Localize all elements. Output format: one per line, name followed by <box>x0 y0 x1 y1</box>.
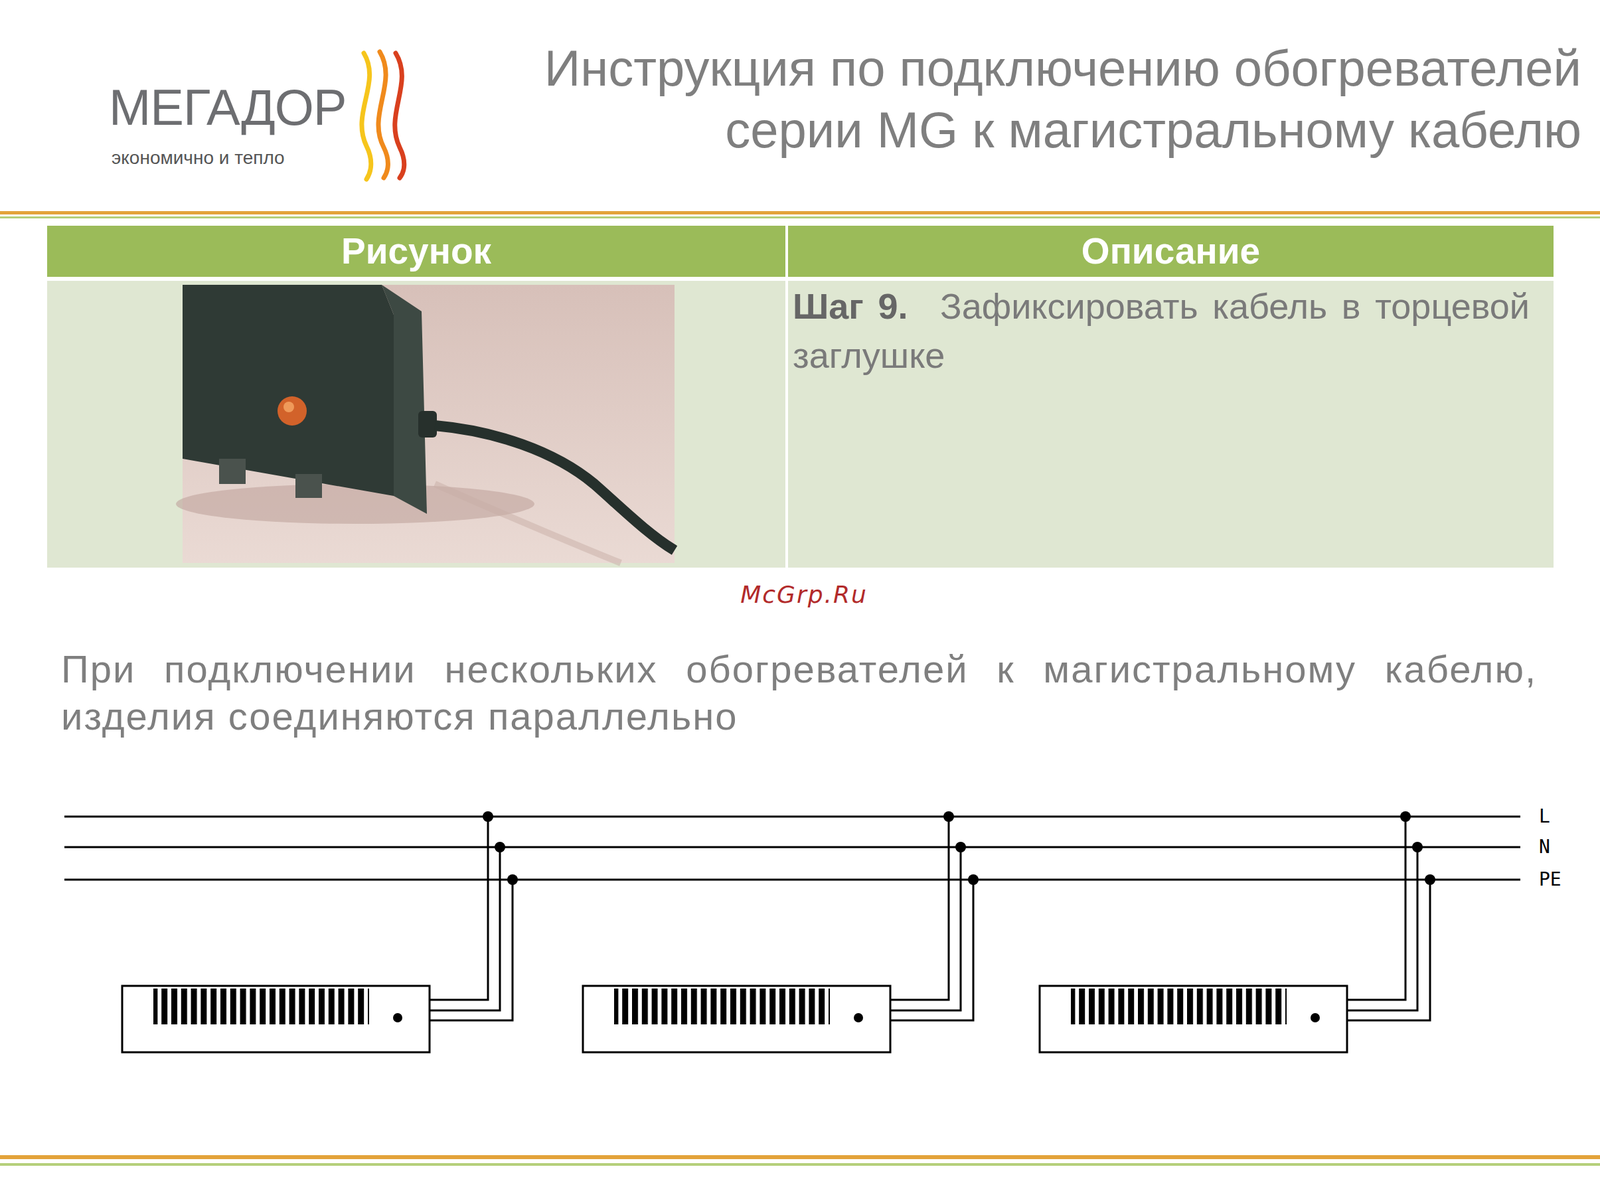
table-header-cell <box>47 225 786 277</box>
heater-symbol <box>122 811 518 1053</box>
table-cell <box>788 280 1554 568</box>
footer-rule <box>0 1163 1600 1166</box>
table-header-cell <box>788 225 1554 277</box>
footer-rule <box>0 1155 1600 1160</box>
heater-photo <box>175 284 675 563</box>
logo-slogan: экономично и тепло <box>111 147 285 169</box>
note-paragraph: При подключении нескольких обогревателей… <box>61 645 1537 740</box>
heater-symbol <box>582 811 979 1053</box>
logo-wordmark: МЕГАДОР <box>108 82 347 133</box>
header-rule <box>0 211 1600 215</box>
watermark: McGrp.Ru <box>671 581 937 609</box>
page-title: Инструкция по подключению обогревателей … <box>452 37 1582 161</box>
signal-name: PE <box>1538 869 1562 890</box>
table-header: Описание <box>788 225 1554 277</box>
header-rule <box>0 216 1600 219</box>
bus-lines <box>64 816 1521 880</box>
logo-flames <box>361 51 405 180</box>
heater-symbol <box>1039 811 1436 1053</box>
signal-name: N <box>1538 837 1551 858</box>
description-text: Шаг 9.Зафиксировать кабель в торцевой за… <box>792 281 1530 380</box>
table-header: Рисунок <box>47 225 786 277</box>
signal-name: L <box>1538 806 1551 827</box>
table-cell <box>47 280 786 568</box>
step-number: Шаг 9. <box>792 286 908 326</box>
